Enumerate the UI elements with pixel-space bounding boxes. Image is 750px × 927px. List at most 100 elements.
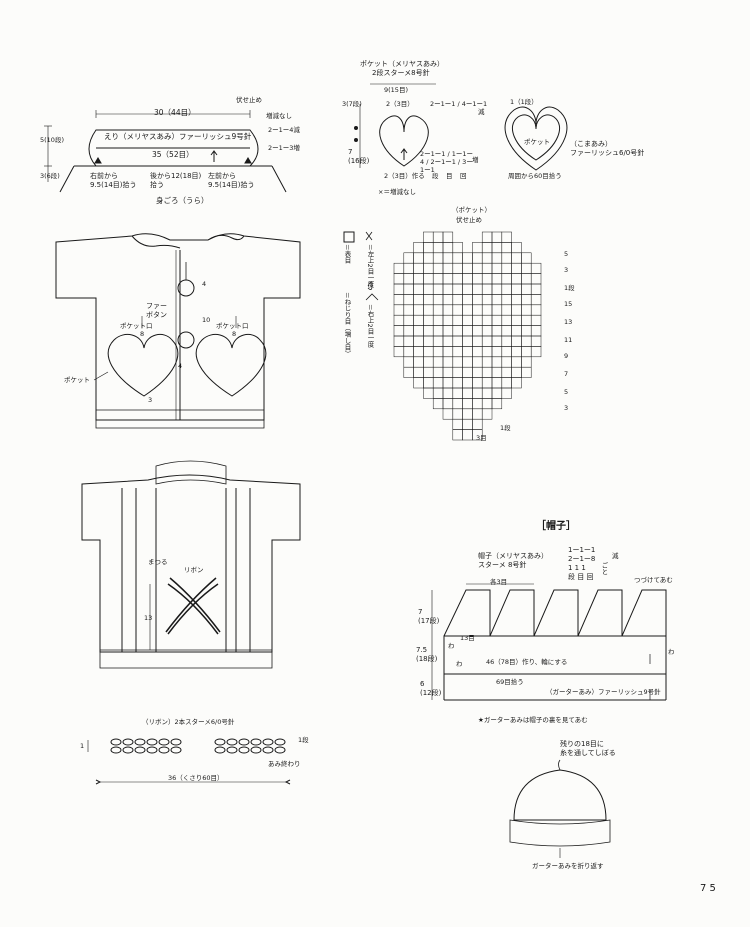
chart-cell [442, 294, 454, 306]
chart-cell [413, 346, 424, 358]
chart-cell [521, 304, 532, 316]
chart-cell [432, 252, 444, 264]
chart-cell [393, 262, 405, 274]
pocket-crochet-diagram [504, 106, 568, 171]
pocket-width: 9(15目) [384, 86, 408, 94]
collar-low-height: 3(6段) [40, 172, 60, 180]
chart-cell [472, 366, 483, 378]
chart-cell [393, 346, 405, 358]
chart-cell [521, 325, 532, 337]
chart-cell [432, 356, 444, 368]
chart-cell [472, 273, 483, 285]
ribbon-title: （リボン）2本スターメ6/0号針 [142, 718, 235, 726]
collar-height: 5(10段) [40, 136, 64, 144]
chart-cell [452, 356, 463, 368]
chart-cell [501, 273, 512, 285]
pocket-inc-legend: 2ー1ー1 / 1ー1ー4 / 2ー1ー1 / 3ー1ー1 [420, 150, 473, 174]
chain-stitch [146, 738, 158, 746]
chart-cell [511, 356, 522, 368]
ribbon-length: 36（くさり60目） [168, 774, 224, 782]
collar-no-change: 増減なし [266, 112, 292, 120]
chart-cell [403, 314, 414, 326]
pocket-step-times: 回 [460, 172, 467, 180]
chain-stitch [250, 746, 262, 754]
chain-stitch [122, 738, 134, 746]
chart-cell [472, 294, 483, 306]
chart-cell [413, 356, 424, 368]
body-back-drawing [81, 460, 301, 669]
hat-h75: 7.5(18段) [416, 646, 438, 663]
chart-cell [511, 283, 522, 295]
chart-cell [521, 252, 532, 264]
crochet-label: ポケット [524, 138, 550, 146]
chart-row-number: 9 [564, 352, 569, 360]
chart-cell [462, 387, 473, 399]
chart-cell [432, 262, 444, 274]
hat-join: つづけてあむ [634, 576, 673, 584]
chart-cell [462, 398, 473, 410]
collar-inc: 2ー1ー3増 [268, 144, 300, 152]
chart-cell [393, 294, 405, 306]
chart-cell [423, 273, 434, 285]
chart-cell [501, 325, 512, 337]
chart-cell [521, 294, 532, 306]
chart-cell [481, 387, 493, 399]
chart-cell [452, 335, 463, 347]
hat-fold: ガーターあみを折り返す [532, 862, 604, 870]
back-ribbon: リボン [184, 566, 204, 574]
chart-cell [462, 366, 473, 378]
chart-cell [413, 273, 424, 285]
chain-stitch [122, 746, 134, 754]
chart-cell [462, 325, 473, 337]
chart-cell [442, 273, 454, 285]
hat-round: 46（78目）作り、輪にする [486, 658, 568, 666]
chart-cell [501, 262, 512, 274]
chart-cell [442, 242, 454, 254]
chart-cell [521, 273, 532, 285]
chart-cell [501, 304, 512, 316]
chart-cell [491, 294, 503, 306]
chart-row-number: 15 [564, 300, 573, 308]
chart-cell [472, 356, 483, 368]
pocket-dec-legend: 2ー1ー1 / 4ー1ー1 [430, 100, 488, 108]
chart-cell [511, 304, 522, 316]
chart-cell [452, 242, 463, 254]
chain-stitch [134, 746, 146, 754]
chart-cell [442, 387, 454, 399]
legend-ssk: ＝右上2目一度 [366, 304, 374, 348]
front-n4: 4 [202, 280, 207, 288]
collar-back: 後から12(18目)拾う [150, 172, 202, 189]
chart-cell [530, 283, 542, 295]
chart-cell [472, 346, 483, 358]
chain-stitch [274, 738, 286, 746]
chart-cell [462, 429, 473, 441]
chart-cell [393, 314, 405, 326]
hat-top-note: 残りの18目に糸を通してしぼる [560, 740, 616, 757]
chart-cell [403, 335, 414, 347]
chain-stitch [262, 738, 274, 746]
hat-note: ★ガーターあみは帽子の裏を見てあむ [478, 716, 588, 724]
chart-cell [413, 294, 424, 306]
chart-cell [472, 242, 483, 254]
chart-cell [442, 398, 454, 410]
chart-cell [491, 366, 503, 378]
chart-row-number: 5 [564, 388, 569, 396]
chart-cell [481, 408, 493, 420]
pocket-mouth-right: ポケット口 [216, 322, 249, 330]
collar-bottom-width: 35（52目） [152, 150, 194, 159]
chart-cell [432, 273, 444, 285]
chart-cell [452, 314, 463, 326]
chain-stitch [274, 746, 286, 754]
chart-cell [462, 304, 473, 316]
chain-stitch [134, 738, 146, 746]
chart-cell [462, 346, 473, 358]
chain-stitch [214, 738, 226, 746]
ribbon-end: あみ終わり [268, 760, 301, 768]
chart-cell [481, 335, 493, 347]
chart-cell [452, 387, 463, 399]
chart-cell [442, 252, 454, 264]
chart-cell [462, 356, 473, 368]
chart-cell [501, 242, 512, 254]
